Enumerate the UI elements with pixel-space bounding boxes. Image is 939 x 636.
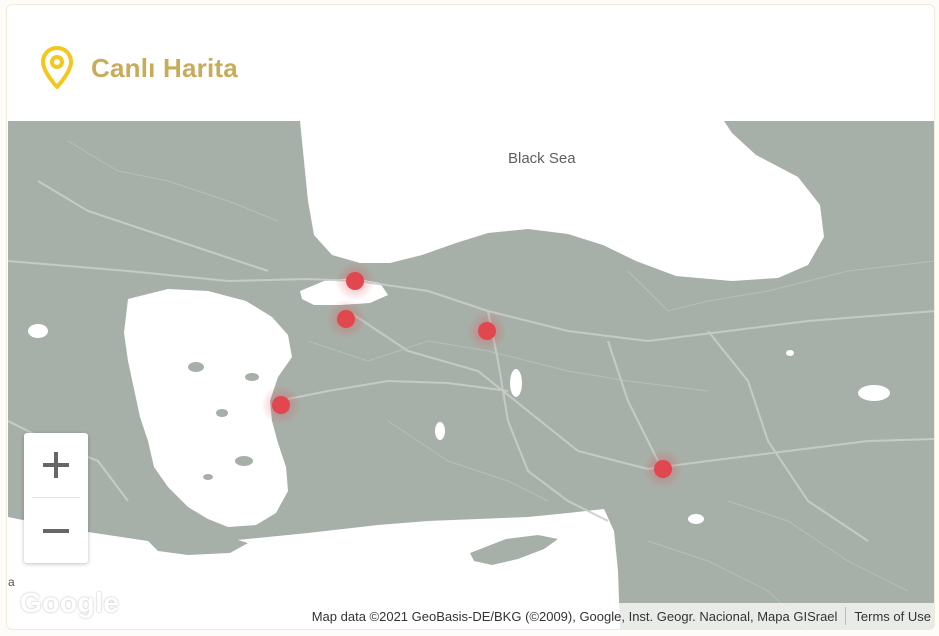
- map-edge-label: a: [8, 575, 15, 589]
- sea-label: Black Sea: [508, 150, 576, 167]
- terms-of-use-link[interactable]: Terms of Use: [854, 608, 931, 624]
- zoom-control: [24, 433, 88, 563]
- plus-icon: [43, 452, 69, 478]
- cyprus-island: [470, 535, 558, 565]
- aegean-water: [124, 289, 292, 527]
- mediterranean-water: [8, 509, 620, 629]
- black-sea-water: [300, 121, 824, 281]
- map-marker[interactable]: [643, 449, 683, 489]
- zoom-in-button[interactable]: [24, 433, 88, 497]
- crete-island: [148, 535, 248, 555]
- attribution-text: Map data ©2021 GeoBasis-DE/BKG (©2009), …: [311, 608, 838, 624]
- page-title: Canlı Harita: [91, 53, 238, 83]
- map-marker[interactable]: [335, 261, 375, 301]
- map-marker[interactable]: [326, 299, 366, 339]
- map-view[interactable]: Black Sea: [8, 121, 934, 629]
- map-attribution: Map data ©2021 GeoBasis-DE/BKG (©2009), …: [305, 603, 934, 629]
- minus-icon: [43, 529, 69, 533]
- zoom-out-button[interactable]: [24, 499, 88, 563]
- zoom-divider: [32, 497, 80, 498]
- google-logo[interactable]: Google: [20, 587, 120, 618]
- live-map-card: Canlı Harita: [6, 4, 935, 630]
- map-base-layer: [8, 121, 934, 629]
- attribution-divider: [845, 607, 847, 625]
- marker-layer: [261, 261, 683, 489]
- card-header: Canlı Harita: [7, 5, 934, 121]
- map-marker[interactable]: [467, 311, 507, 351]
- map-marker[interactable]: [261, 385, 301, 425]
- map-pin-icon: [41, 46, 73, 89]
